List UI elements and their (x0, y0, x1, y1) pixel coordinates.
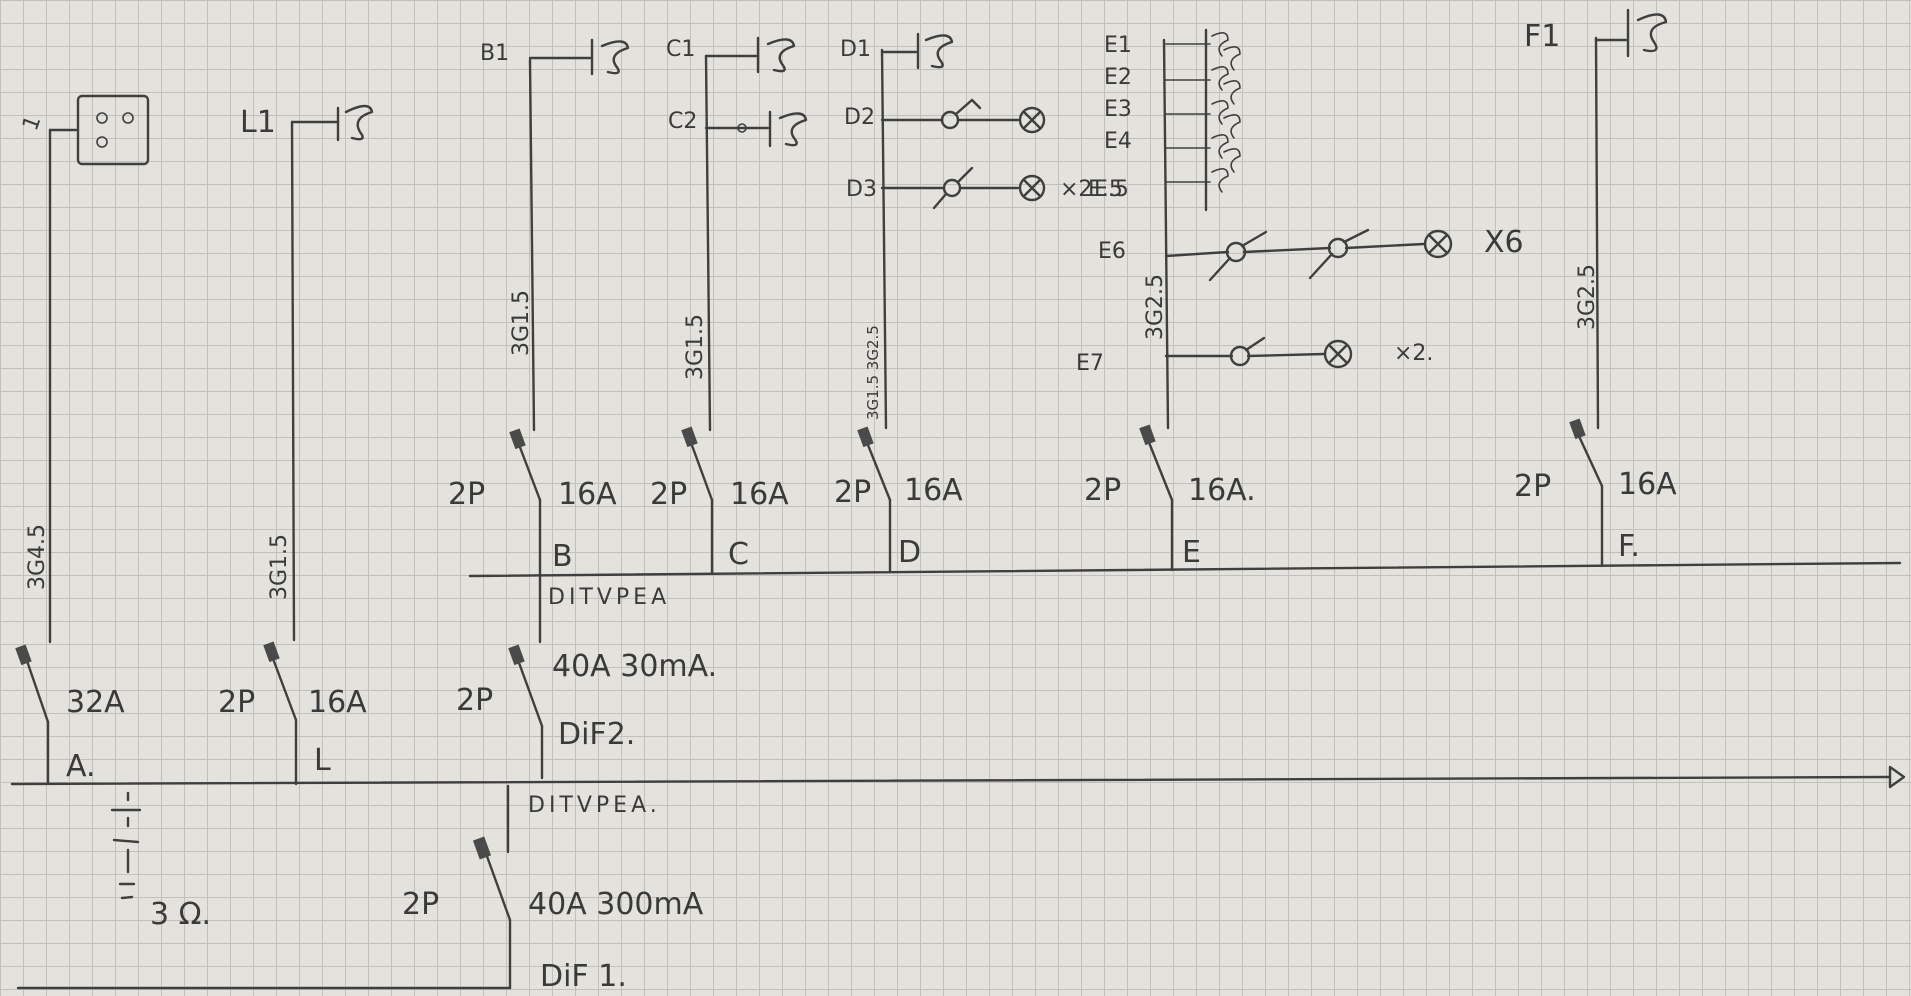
cable-D-label: 3G1.5 3G2.5 (864, 325, 882, 420)
cable-L-label: 3G1.5 (267, 534, 292, 600)
breaker-D-name: D (898, 535, 921, 570)
load-C1-label: C1 (666, 37, 695, 62)
breaker-L-rating: 16A (308, 685, 367, 720)
cable-E-label: 3G2.5 (1143, 274, 1168, 340)
breaker-L (263, 641, 298, 786)
rcd-2-rating: 40A 30mA. (552, 649, 717, 684)
load-E6-label: E6 (1098, 239, 1126, 264)
socket-1-label: 1 (18, 112, 46, 134)
load-L1-label: L1 (240, 105, 276, 140)
light-E6-icon (1423, 229, 1453, 259)
breaker-E (1139, 424, 1174, 572)
cable-E (1162, 38, 1170, 430)
cable-L (290, 120, 296, 642)
cable-D (880, 48, 888, 430)
switch-D2-icon (880, 98, 1020, 130)
load-D2-label: D2 (844, 105, 875, 130)
breaker-D-rating: 16A (904, 473, 963, 508)
rcd-2-poles: 2P (456, 683, 493, 718)
bus-1 (10, 775, 1892, 786)
breaker-A-name: A. (66, 749, 96, 784)
main-rcd-rating: 40A 300mA (528, 887, 704, 922)
breaker-A (15, 644, 50, 786)
light-E6-quantity: X6 (1484, 225, 1524, 260)
socket-outlet-icon (76, 94, 150, 166)
breaker-F-name: F. (1618, 529, 1640, 564)
load-C2-label: C2 (668, 109, 697, 134)
main-rcd-poles: 2P (402, 887, 439, 922)
breaker-C-poles: 2P (650, 477, 687, 512)
breaker-D-poles: 2P (834, 475, 871, 510)
breaker-C-name: C (728, 537, 749, 572)
cable-C (704, 54, 712, 432)
bus-2-label: DITVPEA (548, 585, 670, 610)
load-D3-label: D3 (846, 177, 877, 202)
cable-B-label: 3G1.5 (509, 290, 534, 356)
load-E7-label: E7 (1076, 351, 1104, 376)
cable-A-label: 3G4.5 (25, 524, 50, 590)
breaker-B-name: B (552, 539, 573, 574)
breaker-E-rating: 16A. (1188, 473, 1256, 508)
load-E5-label: E.5 (1094, 177, 1129, 202)
breaker-B-rating: 16A (558, 477, 617, 512)
breaker-C-rating: 16A (730, 477, 789, 512)
earth-ground (110, 791, 142, 900)
lamp-point-F1-icon (1626, 8, 1668, 58)
breaker-E-poles: 2P (1084, 473, 1121, 508)
cable-F (1594, 36, 1600, 430)
light-E7-icon (1323, 339, 1353, 369)
rcd-2-switch (508, 644, 544, 780)
switch-D3-icon (880, 166, 1020, 210)
load-E2-label: E2 (1104, 65, 1132, 90)
load-E1-label: E1 (1104, 33, 1132, 58)
breaker-F-rating: 16A (1618, 467, 1677, 502)
breaker-F-poles: 2P (1514, 469, 1551, 504)
cable-C-label: 3G1.5 (683, 314, 708, 380)
cable-B (528, 58, 536, 432)
switch-E7-icon (1164, 336, 1326, 367)
rcd-2-name: DiF2. (558, 717, 635, 752)
lamp-point-L1-icon (336, 104, 374, 142)
bus-1-label: DITVPEA. (528, 793, 661, 818)
sockets-E1-E5-icon (1165, 28, 1241, 212)
cable-F-label: 3G2.5 (1575, 264, 1600, 330)
breaker-B (509, 428, 542, 578)
main-rcd-name: DiF 1. (540, 959, 627, 994)
light-E7-quantity: ×2. (1394, 341, 1433, 366)
breaker-L-poles: 2P (218, 685, 255, 720)
bus-1-arrow (1888, 765, 1906, 789)
lamp-point-C1-icon (756, 36, 796, 74)
load-B1-label: B1 (480, 41, 509, 66)
light-D3-note: E.5 (1088, 177, 1123, 202)
breaker-D (857, 426, 892, 574)
main-rcd-switch (472, 836, 512, 990)
lamp-point-C2-icon (737, 110, 808, 148)
ground-resistance-label: 3 Ω. (150, 897, 211, 932)
load-E3-label: E3 (1104, 97, 1132, 122)
lamp-point-B1-icon (590, 38, 630, 76)
load-D1-label: D1 (840, 37, 871, 62)
load-E4-label: E4 (1104, 129, 1132, 154)
lamp-point-D1-icon (916, 32, 954, 70)
breaker-B-poles: 2P (448, 477, 485, 512)
load-F1-label: F1 (1524, 19, 1560, 54)
light-D3-icon (1018, 174, 1046, 202)
breaker-A-rating: 32A (66, 685, 125, 720)
breaker-E-name: E (1182, 535, 1201, 570)
light-D3-quantity: ×2 (1060, 177, 1092, 202)
switches-E6-icon (1164, 228, 1426, 282)
breaker-C (681, 426, 714, 576)
light-D2-icon (1018, 106, 1046, 134)
breaker-L-name: L (314, 743, 331, 778)
breaker-F (1569, 418, 1604, 568)
bus-2 (468, 561, 1902, 578)
